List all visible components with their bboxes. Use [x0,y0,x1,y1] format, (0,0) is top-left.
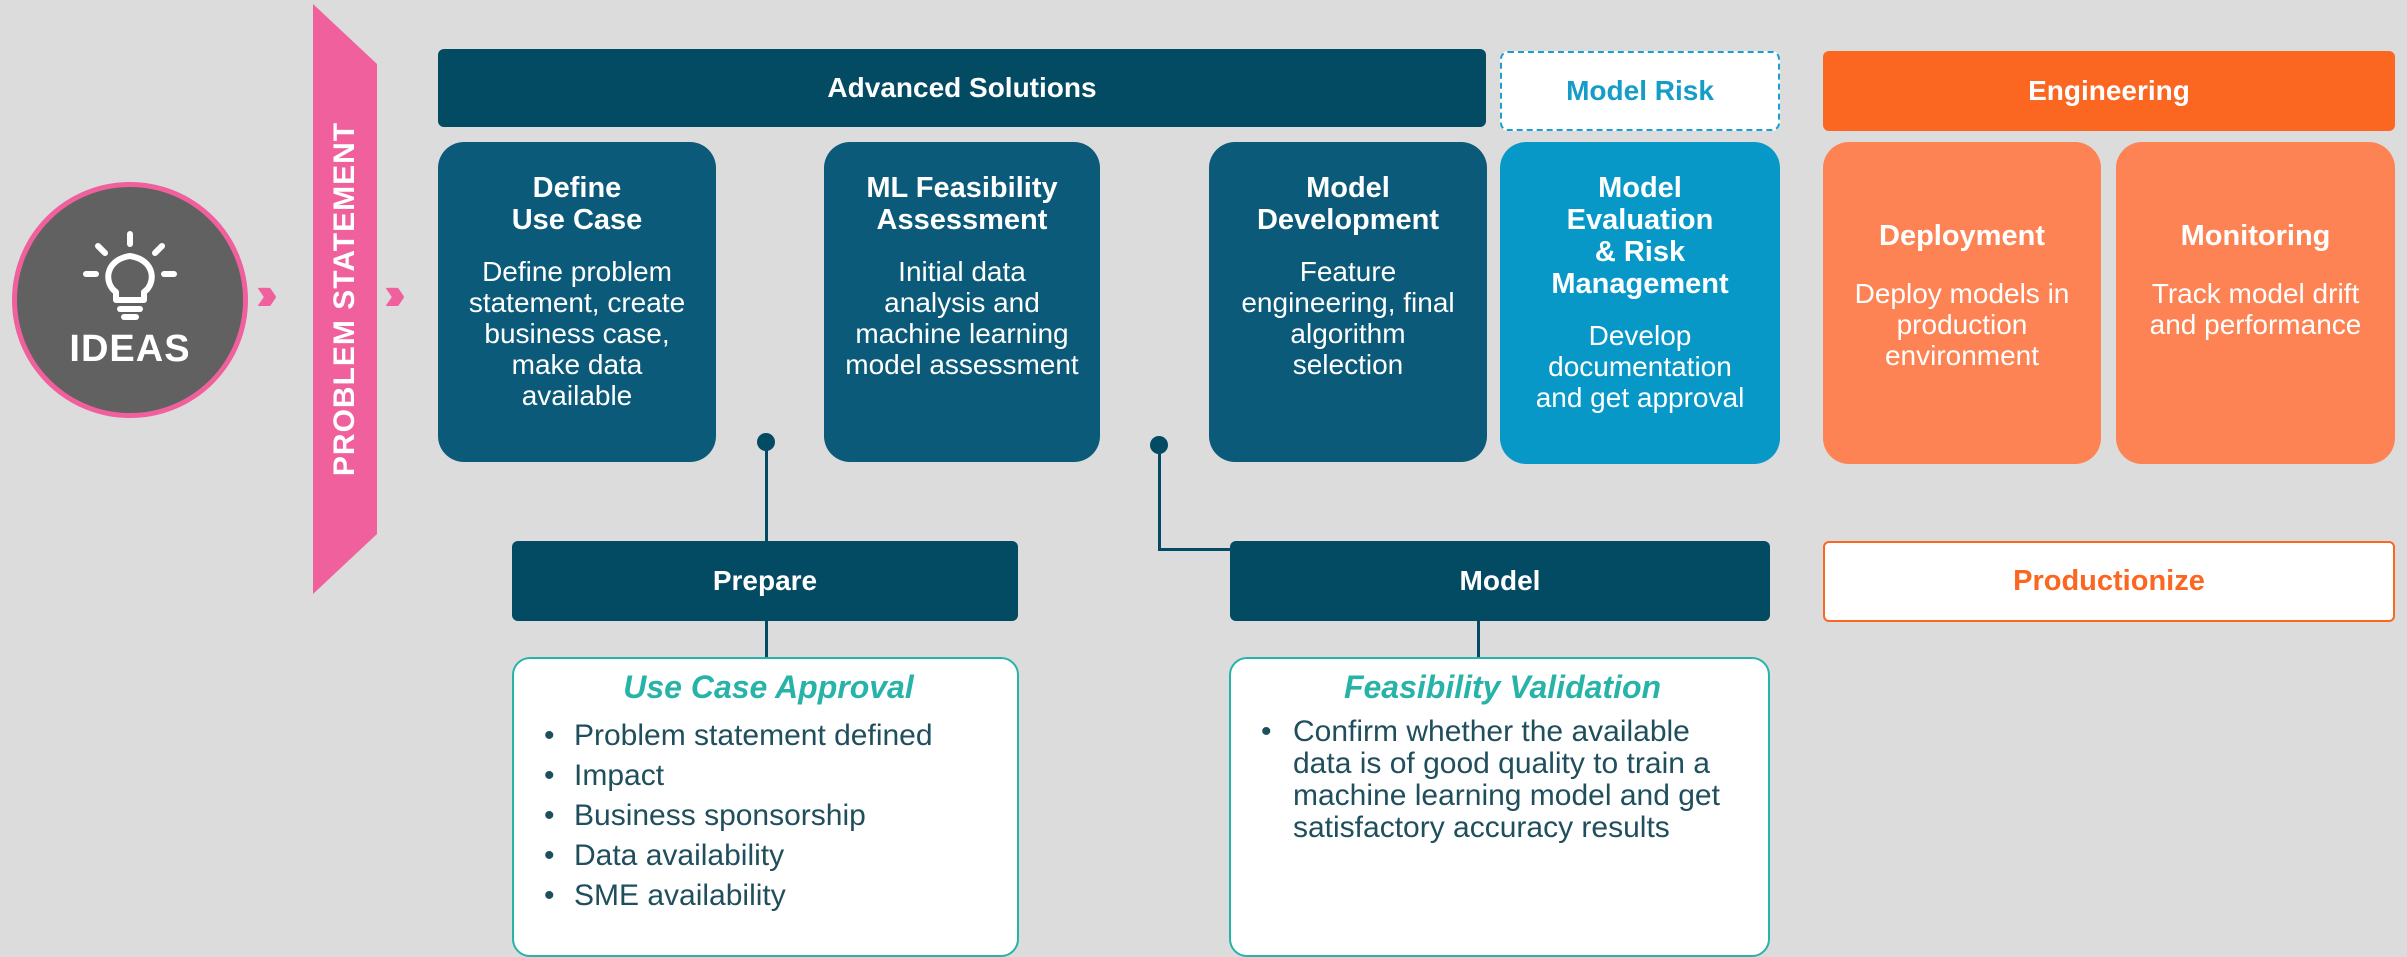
connector-line [1158,548,1231,551]
ideas-circle: IDEAS [12,182,248,418]
phase-prepare: Prepare [512,541,1018,621]
step-title: ML Feasibility Assessment [866,172,1058,236]
step-description: Track model drift and performance [2149,278,2362,340]
engineering-header: Engineering [1823,51,2395,131]
step-card-model-evaluation: Model Evaluation & Risk Management Devel… [1500,142,1780,464]
lightbulb-icon [83,230,177,320]
step-title: Define Use Case [511,172,643,236]
step-title: Model Evaluation & Risk Management [1551,172,1729,300]
connector-line [765,620,768,658]
step-card-model-development: Model Development Feature engineering, f… [1209,142,1487,462]
step-card-deployment: Deployment Deploy models in production e… [1823,142,2101,464]
feasibility-validation-title: Feasibility Validation [1343,669,1662,705]
step-title: Deployment [1879,220,2045,252]
connector-line [1158,445,1161,551]
step-description: Deploy models in production environment [1854,278,2070,371]
list-item: Impact [540,756,997,796]
step-title: Monitoring [2180,220,2331,252]
step-card-monitoring: Monitoring Track model drift and perform… [2116,142,2395,464]
use-case-approval-list: Problem statement defined Impact Busines… [540,716,997,916]
list-item: Data availability [540,836,997,876]
feasibility-validation-box: Feasibility Validation Confirm whether t… [1229,657,1770,957]
problem-statement-arrow [313,4,377,594]
connector-line [765,442,768,542]
step-description: Feature engineering, final algorithm sel… [1241,256,1455,380]
list-item: SME availability [540,876,997,916]
use-case-approval-box: Use Case Approval Problem statement defi… [512,657,1019,957]
chevron-right-icon: ››› [256,267,278,319]
phase-model: Model [1230,541,1770,621]
chevron-right-icon: ››› [384,267,406,319]
step-card-define-use-case: Define Use Case Define problem statement… [438,142,716,462]
step-card-ml-feasibility: ML Feasibility Assessment Initial data a… [824,142,1100,462]
advanced-solutions-header: Advanced Solutions [438,49,1486,127]
list-item: Problem statement defined [540,716,997,756]
model-risk-header: Model Risk [1500,51,1780,131]
step-description: Develop documentation and get approval [1535,320,1745,413]
step-title: Model Development [1256,172,1440,236]
ideas-label: IDEAS [69,327,191,370]
connector-line [1477,620,1480,658]
step-description: Initial data analysis and machine learni… [845,256,1079,380]
list-item: Business sponsorship [540,796,997,836]
phase-productionize: Productionize [1823,541,2395,622]
step-description: Define problem statement, create busines… [468,256,686,411]
use-case-approval-title: Use Case Approval [623,669,914,705]
feasibility-validation-text: Confirm whether the available data is of… [1257,716,1748,844]
problem-statement-label: PROBLEM STATEMENT [328,121,361,477]
